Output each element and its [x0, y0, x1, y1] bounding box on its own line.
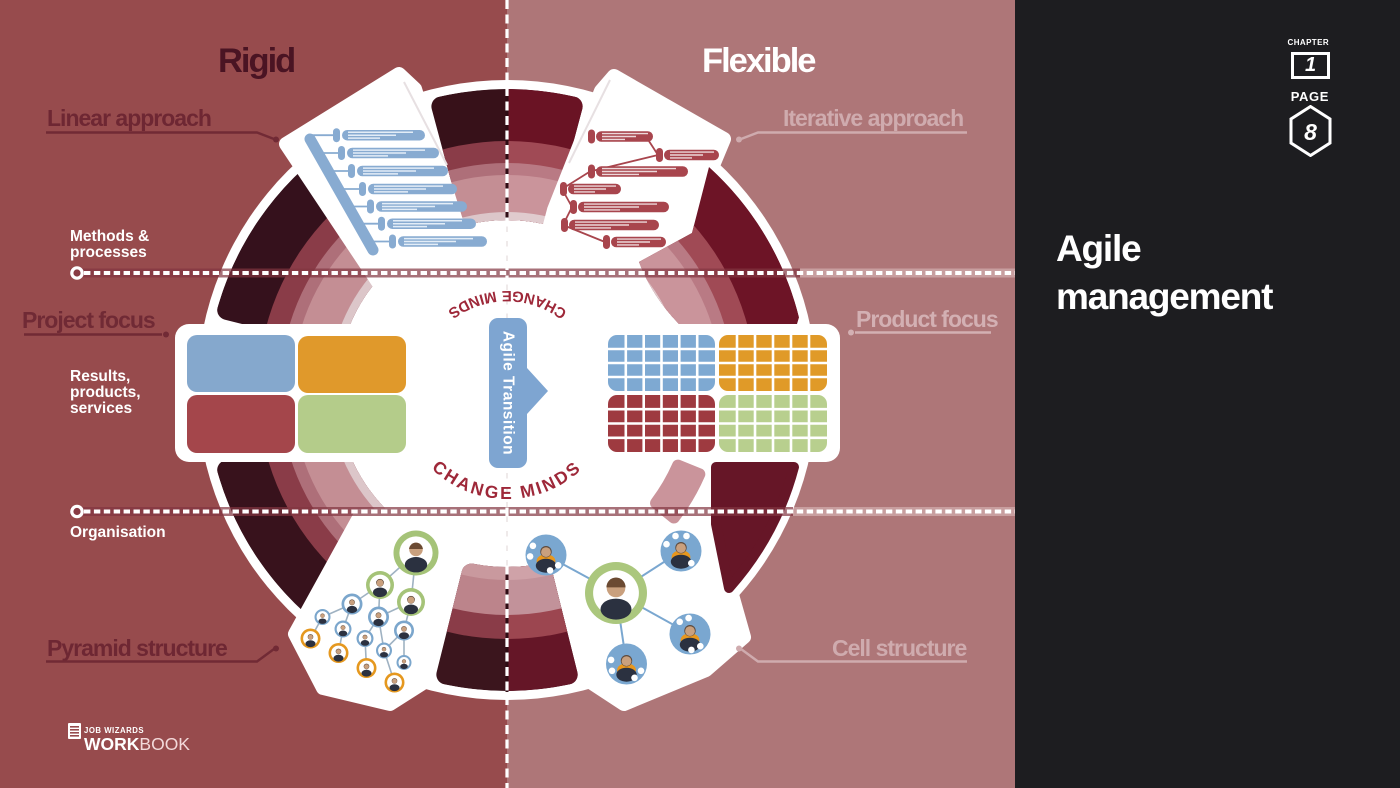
svg-text:JOB WIZARDS: JOB WIZARDS: [84, 726, 144, 735]
svg-text:Product focus: Product focus: [856, 306, 998, 332]
svg-text:Linear approach: Linear approach: [47, 105, 211, 131]
svg-text:Iterative approach: Iterative approach: [783, 105, 963, 131]
svg-text:Results,: Results,: [70, 368, 130, 385]
svg-text:Organisation: Organisation: [70, 524, 166, 541]
svg-text:Rigid: Rigid: [218, 42, 294, 80]
svg-text:Cell structure: Cell structure: [832, 635, 966, 661]
svg-text:8: 8: [1304, 119, 1317, 145]
svg-text:Methods &: Methods &: [70, 228, 149, 245]
svg-text:WORKBOOK: WORKBOOK: [84, 734, 190, 754]
svg-text:products,: products,: [70, 384, 141, 401]
svg-text:services: services: [70, 400, 132, 417]
svg-text:Pyramid structure: Pyramid structure: [47, 635, 227, 661]
svg-text:Flexible: Flexible: [702, 42, 816, 80]
svg-text:Project focus: Project focus: [22, 307, 155, 333]
svg-text:processes: processes: [70, 244, 147, 261]
svg-text:Agile Transition: Agile Transition: [500, 331, 517, 455]
